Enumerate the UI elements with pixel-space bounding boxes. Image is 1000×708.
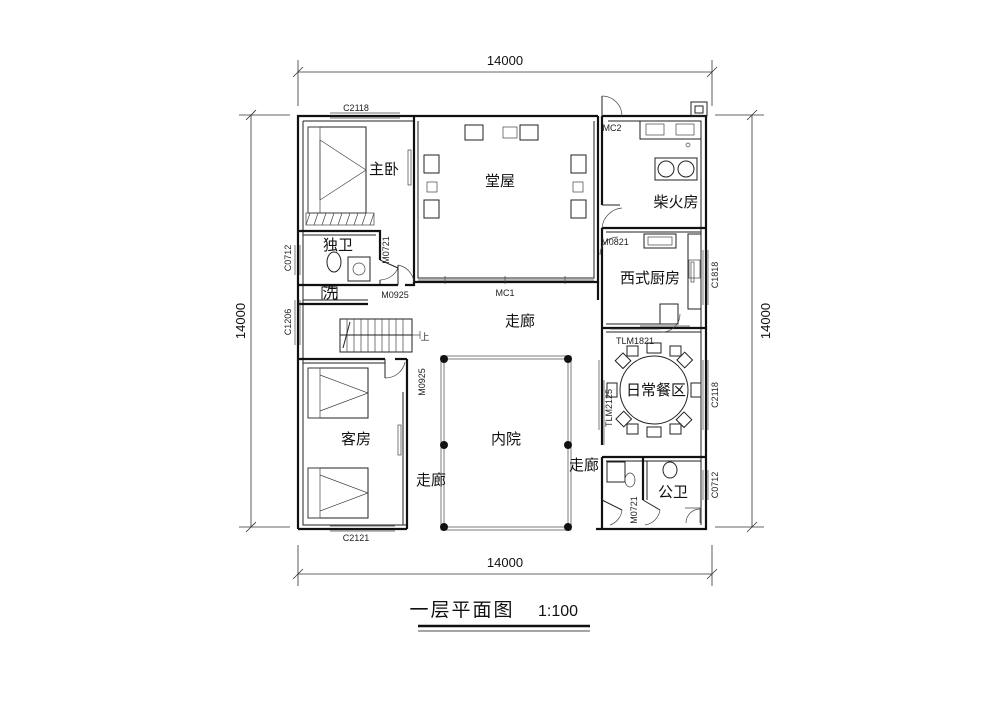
- code-m0925-guest: M0925: [417, 368, 427, 396]
- windows: [294, 112, 709, 532]
- code-mc2: MC2: [602, 123, 621, 133]
- room-main-hall: 堂屋: [485, 172, 515, 190]
- code-c2118-right: C2118: [710, 382, 720, 408]
- code-tlm2125: TLM2125: [604, 389, 614, 427]
- room-courtyard: 内院: [491, 430, 521, 448]
- code-m0721-bath: M0721: [381, 236, 391, 264]
- interior-walls: [298, 116, 706, 529]
- doors: [379, 95, 695, 526]
- code-mc1: MC1: [495, 288, 514, 298]
- column-1: [440, 355, 448, 363]
- code-m0821: M0821: [601, 237, 629, 247]
- courtyard: [440, 355, 572, 531]
- stair-up-label: 上: [420, 332, 429, 342]
- code-c2121: C2121: [343, 533, 370, 543]
- dim-bottom: 14000: [487, 555, 523, 570]
- room-corridor-left: 走廊: [416, 471, 446, 489]
- column-6: [564, 523, 572, 531]
- dim-top: 14000: [487, 53, 523, 68]
- code-c1206: C1206: [283, 309, 293, 336]
- column-4: [564, 441, 572, 449]
- code-tlm1821: TLM1821: [616, 336, 654, 346]
- room-corridor-right: 走廊: [569, 456, 599, 474]
- dimension-lines: [239, 60, 764, 586]
- room-corridor-top: 走廊: [505, 312, 535, 330]
- plan-scale: 1:100: [538, 603, 578, 620]
- code-c0712-left: C0712: [283, 245, 293, 272]
- code-m0925-top: M0925: [381, 290, 409, 300]
- plan-title: 一层平面图: [409, 599, 514, 621]
- room-firewood-kitchen: 柴火房: [653, 193, 698, 211]
- code-c1818: C1818: [710, 262, 720, 289]
- column-3: [440, 441, 448, 449]
- dim-right: 14000: [758, 303, 773, 339]
- room-private-bath: 独卫: [323, 236, 353, 254]
- room-daily-dining: 日常餐区: [626, 381, 686, 399]
- room-western-kitchen: 西式厨房: [620, 269, 680, 287]
- code-c0712-right: C0712: [710, 472, 720, 499]
- code-c2118-top: C2118: [343, 103, 369, 113]
- room-wash: 洗: [322, 284, 337, 302]
- room-public-bath: 公卫: [658, 483, 688, 501]
- room-guest: 客房: [341, 430, 371, 448]
- dim-left: 14000: [233, 303, 248, 339]
- furniture: [305, 120, 702, 524]
- column-2: [564, 355, 572, 363]
- room-master-bedroom: 主卧: [369, 160, 399, 178]
- column-5: [440, 523, 448, 531]
- code-m0721-pub: M0721: [629, 496, 639, 524]
